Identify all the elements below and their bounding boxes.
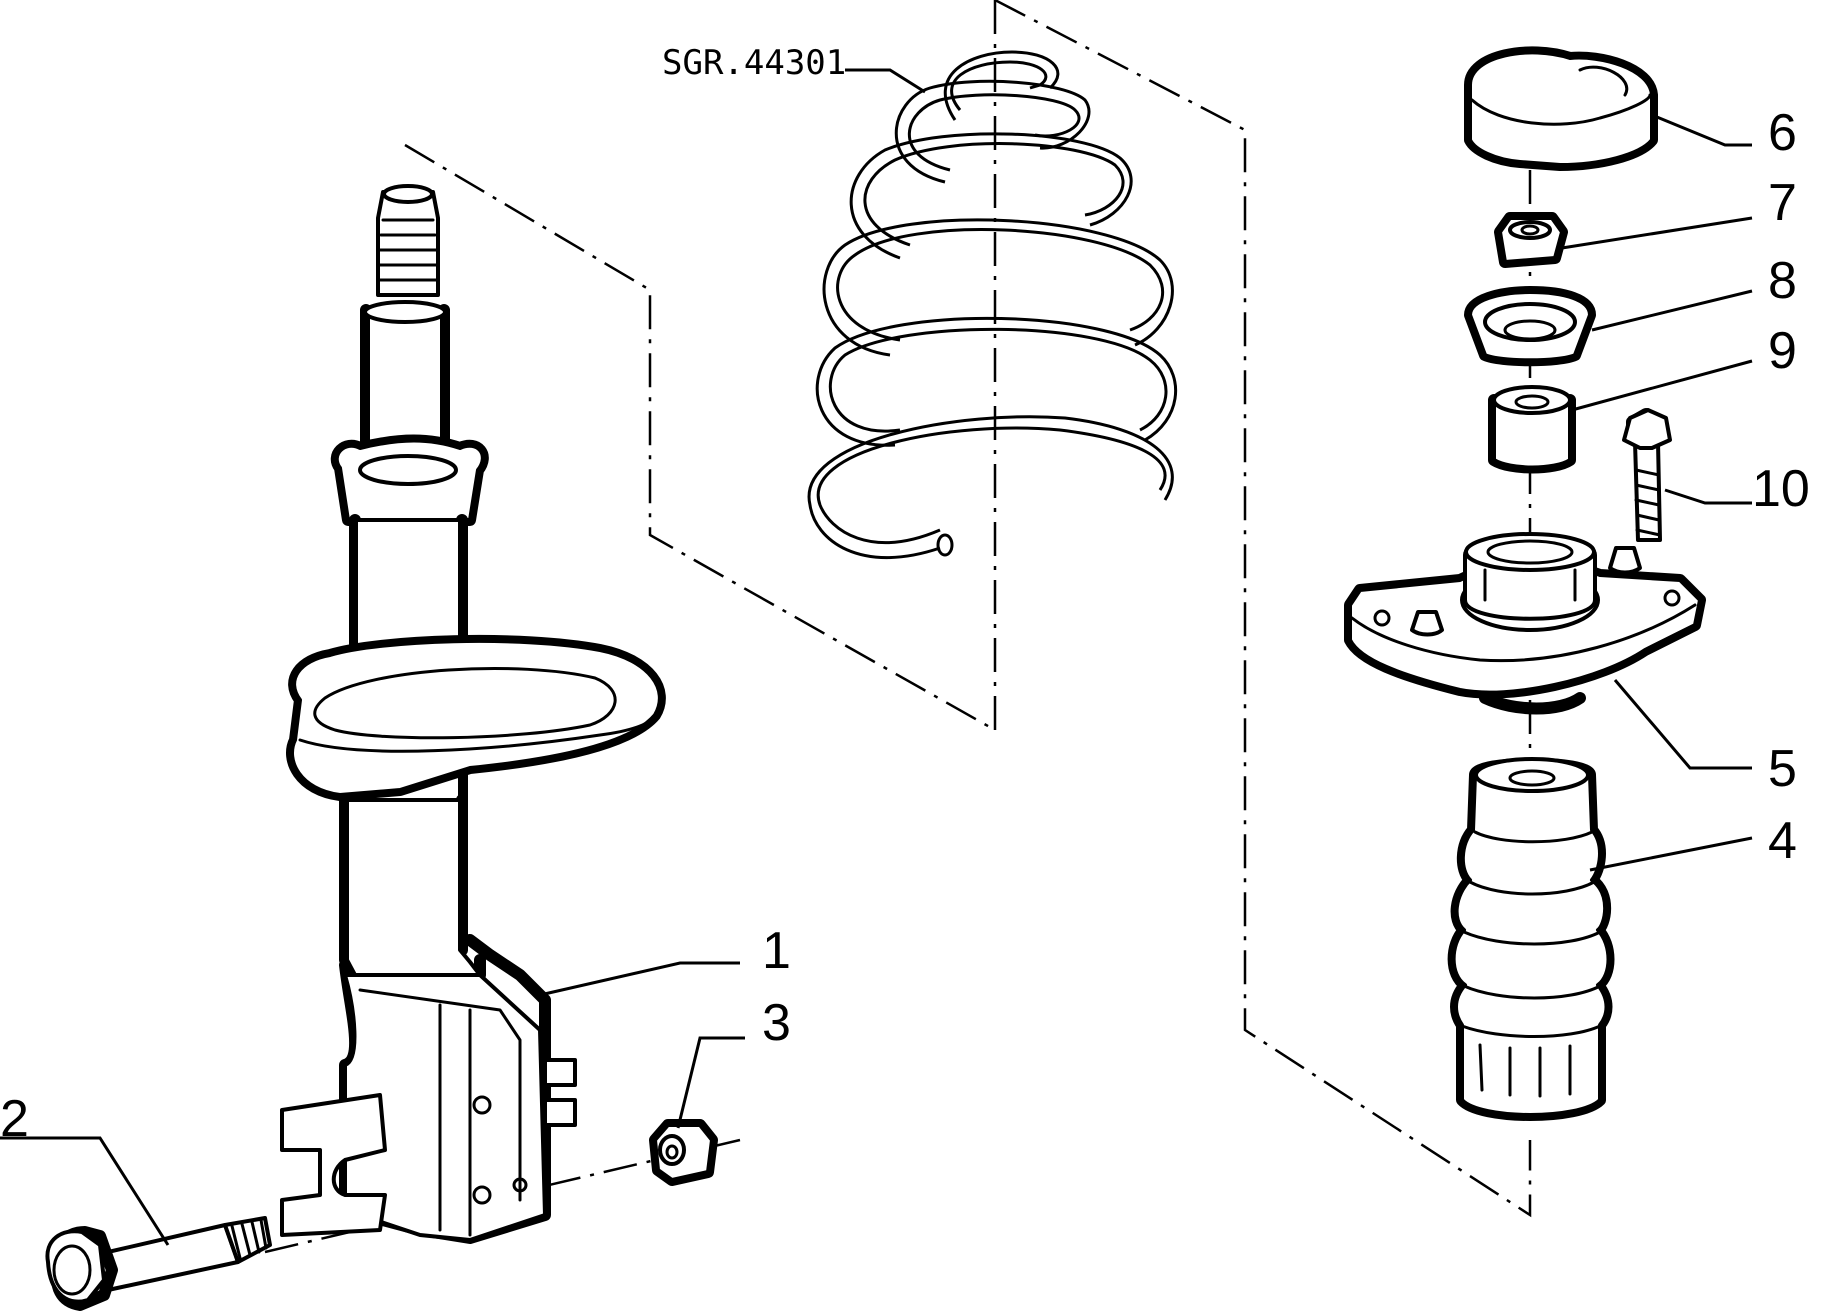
callout-3: 3 <box>762 994 791 1052</box>
strut-nut <box>649 1119 718 1186</box>
callout-4: 4 <box>1768 812 1797 870</box>
strut-assembly <box>280 184 666 1244</box>
bump-stop-boot <box>1447 757 1615 1121</box>
leader-lines <box>0 68 1753 1246</box>
callout-5: 5 <box>1768 740 1797 798</box>
cup-washer <box>1464 286 1596 367</box>
callout-8: 8 <box>1768 252 1797 310</box>
spacer-bushing <box>1488 385 1576 474</box>
reference-code: SGR.44301 <box>662 43 846 83</box>
diagram-labels: SGR.44301 1 2 3 4 5 6 7 8 9 10 <box>0 43 1810 1148</box>
coil-spring <box>807 50 1177 559</box>
mount-bolt <box>1622 408 1672 542</box>
nut <box>1494 212 1568 268</box>
callout-6: 6 <box>1768 104 1797 162</box>
top-mount <box>1344 532 1706 715</box>
callout-1: 1 <box>762 922 791 980</box>
callout-10: 10 <box>1752 460 1810 518</box>
callout-9: 9 <box>1768 322 1797 380</box>
strut-bolt <box>45 1216 272 1311</box>
callout-2: 2 <box>0 1090 29 1148</box>
dust-cap <box>1464 46 1658 171</box>
callout-7: 7 <box>1768 174 1797 232</box>
